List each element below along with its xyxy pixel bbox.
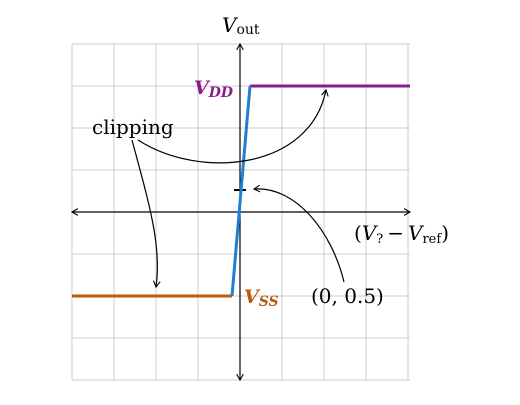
clipping-arrow-upper [137, 88, 329, 164]
y-axis-label: Vout [222, 13, 260, 38]
point-label: (0, 0.5) [311, 284, 384, 308]
x-axis-label: (V?−Vref) [354, 221, 449, 247]
vdd-label: VDD [194, 77, 234, 101]
clipping-label: clipping [92, 115, 174, 139]
vss-label: VSS [244, 286, 279, 310]
transition-line [230, 85, 252, 297]
clipping-arrow-lower [131, 139, 161, 289]
point-arrow [252, 184, 345, 283]
